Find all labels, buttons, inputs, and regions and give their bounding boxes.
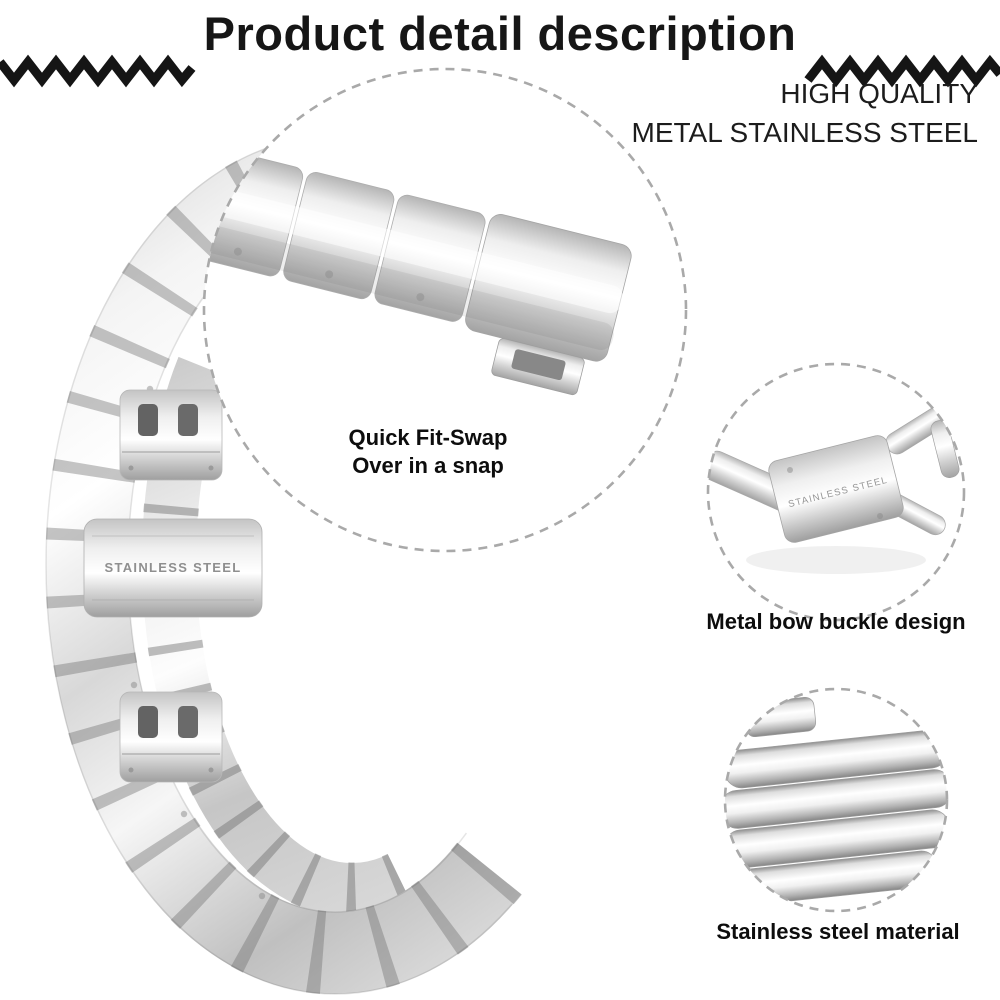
link-bar-2 [725, 769, 947, 829]
page-title: Product detail description [203, 7, 797, 60]
quickfit-callout: Quick Fit-Swap Over in a snap [258, 424, 598, 480]
clasp-engraving: STAINLESS STEEL [104, 560, 242, 575]
buckle-end-bar [930, 420, 960, 478]
buckle-zoom: STAINLESS STEEL [708, 403, 960, 574]
clasp-lower-hinge [119, 691, 223, 783]
zigzag-right [804, 54, 1000, 88]
link-bar-3 [725, 809, 947, 869]
quickfit-band-zoom [204, 149, 632, 396]
tagline-line1: HIGH QUALITY [780, 78, 978, 109]
quickfit-callout-line2: Over in a snap [352, 453, 504, 478]
quickfit-dashed-ring [202, 67, 688, 553]
buckle-plate [768, 435, 904, 543]
material-dashed-ring [723, 687, 949, 913]
buckle-dashed-ring [706, 362, 966, 622]
small-link [743, 696, 817, 738]
buckle-callout-label: Metal bow buckle design [706, 609, 966, 634]
clasp-upper-hinge [119, 389, 223, 481]
detail-circle-material [723, 687, 949, 913]
tagline-line2: METAL STAINLESS STEEL [631, 117, 978, 148]
quickfit-callout-line1: Quick Fit-Swap [348, 425, 508, 450]
clasp-plate [83, 518, 263, 618]
detail-circle-quickfit [202, 67, 688, 553]
detail-circle-buckle: STAINLESS STEEL [706, 362, 966, 622]
quality-tagline: HIGH QUALITY METAL STAINLESS STEEL [632, 74, 978, 152]
material-callout-label: Stainless steel material [716, 919, 960, 944]
link-bar-1 [725, 729, 947, 789]
zigzag-left [0, 54, 196, 88]
